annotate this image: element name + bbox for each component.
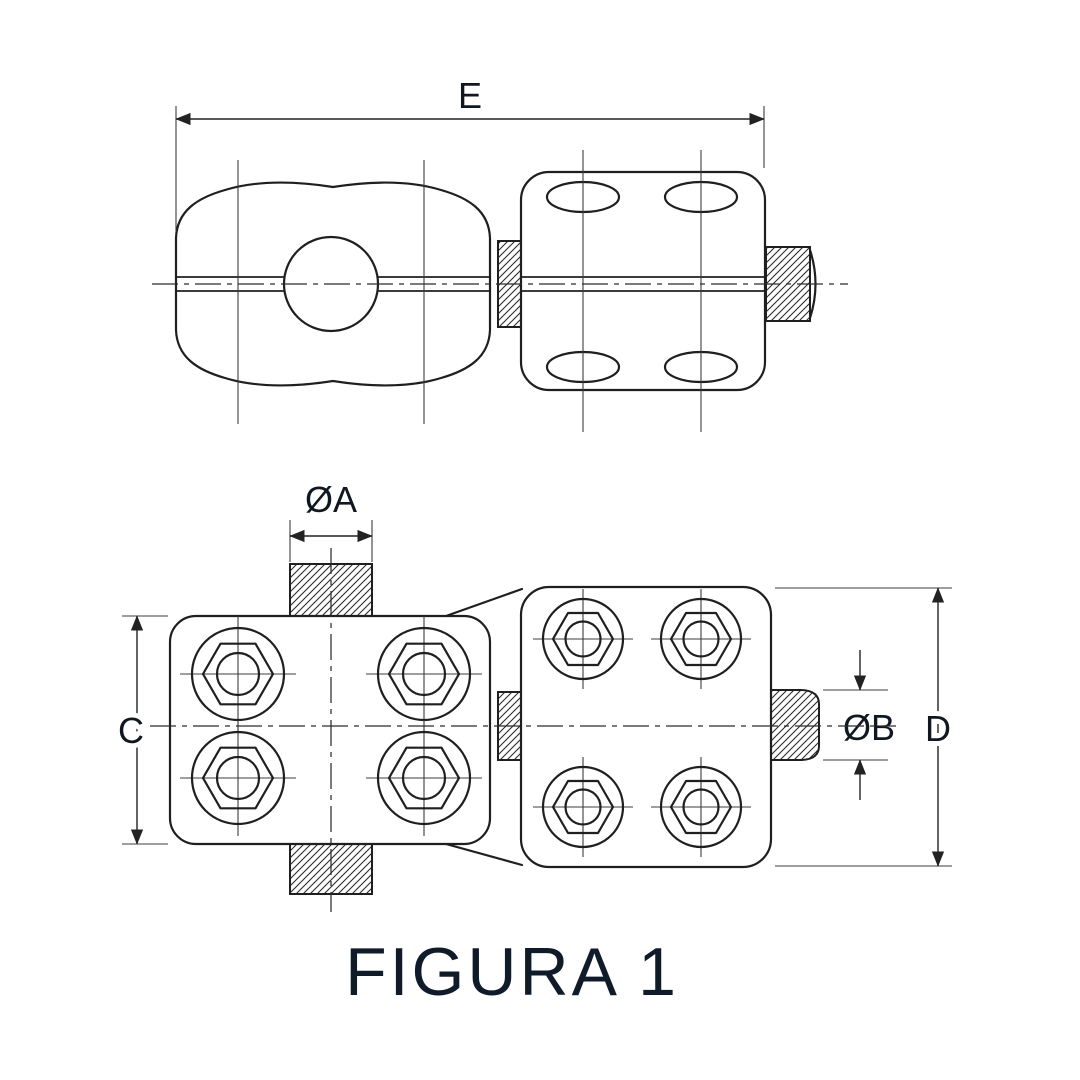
dimension-e: E bbox=[175, 75, 765, 232]
transition-edge bbox=[444, 587, 524, 618]
dimension-b: ØB bbox=[823, 650, 900, 800]
bottom-view: ØA C ØB D bbox=[113, 479, 956, 912]
dimension-label-a: ØA bbox=[305, 479, 357, 520]
figure-title: FIGURA 1 bbox=[345, 934, 679, 1010]
dimension-c: C bbox=[113, 615, 168, 845]
clamp-body-plan bbox=[168, 614, 492, 846]
threaded-stud-plan bbox=[770, 689, 820, 761]
dimension-label-d: D bbox=[925, 708, 951, 749]
dimension-label-b: ØB bbox=[843, 707, 895, 748]
dimension-label-c: C bbox=[118, 710, 144, 751]
keeper-body-side bbox=[519, 170, 767, 392]
top-view: E bbox=[152, 75, 848, 432]
dimension-d: D bbox=[775, 587, 956, 867]
transition-edge bbox=[444, 842, 524, 867]
dimension-label-e: E bbox=[458, 75, 482, 116]
dimension-a: ØA bbox=[289, 479, 373, 562]
